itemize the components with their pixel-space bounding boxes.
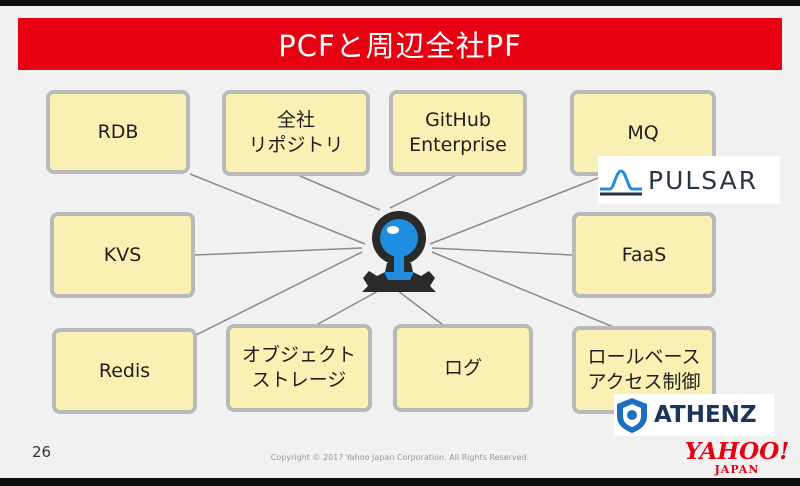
yahoo-logo-main: YAHOO!: [684, 438, 790, 465]
pulsar-logo-text: PULSAR: [648, 165, 759, 195]
line-github: [389, 175, 456, 209]
slide: PCFと周辺全社PF RDB 全社 リポジトリ GitHub Enterpris…: [0, 6, 800, 478]
line-redis: [189, 251, 363, 339]
box-github-enterprise: GitHub Enterprise: [389, 90, 527, 176]
line-rdb: [189, 173, 366, 245]
box-company-repository: 全社 リポジトリ: [222, 90, 370, 176]
box-faas: FaaS: [572, 212, 716, 298]
line-kvs: [194, 247, 363, 256]
box-log: ログ: [393, 324, 533, 412]
yahoo-logo-sub: JAPAN: [714, 463, 760, 476]
pulsar-wave-icon: [600, 169, 642, 196]
pulsar-logo: PULSAR: [598, 156, 780, 204]
line-repo: [299, 175, 381, 211]
connector-lines: [189, 173, 641, 339]
line-faas: [431, 247, 573, 256]
page-number: 26: [32, 443, 52, 461]
athenz-shield-icon: [617, 398, 647, 433]
athenz-logo: ATHENZ: [614, 394, 774, 436]
box-object-storage: オブジェクト ストレージ: [226, 324, 372, 412]
line-rbac: [431, 251, 641, 339]
cloud-foundry-logo-icon: [362, 211, 436, 292]
box-redis: Redis: [52, 328, 197, 414]
line-mq: [429, 177, 599, 245]
athenz-logo-text: ATHENZ: [654, 402, 757, 428]
copyright-text: Copyright © 2017 Yahoo Japan Corporation…: [270, 453, 530, 462]
box-rdb: RDB: [46, 90, 190, 174]
yahoo-japan-logo: YAHOO! JAPAN: [682, 440, 792, 476]
box-kvs: KVS: [50, 212, 195, 298]
slide-title: PCFと周辺全社PF: [18, 18, 782, 70]
